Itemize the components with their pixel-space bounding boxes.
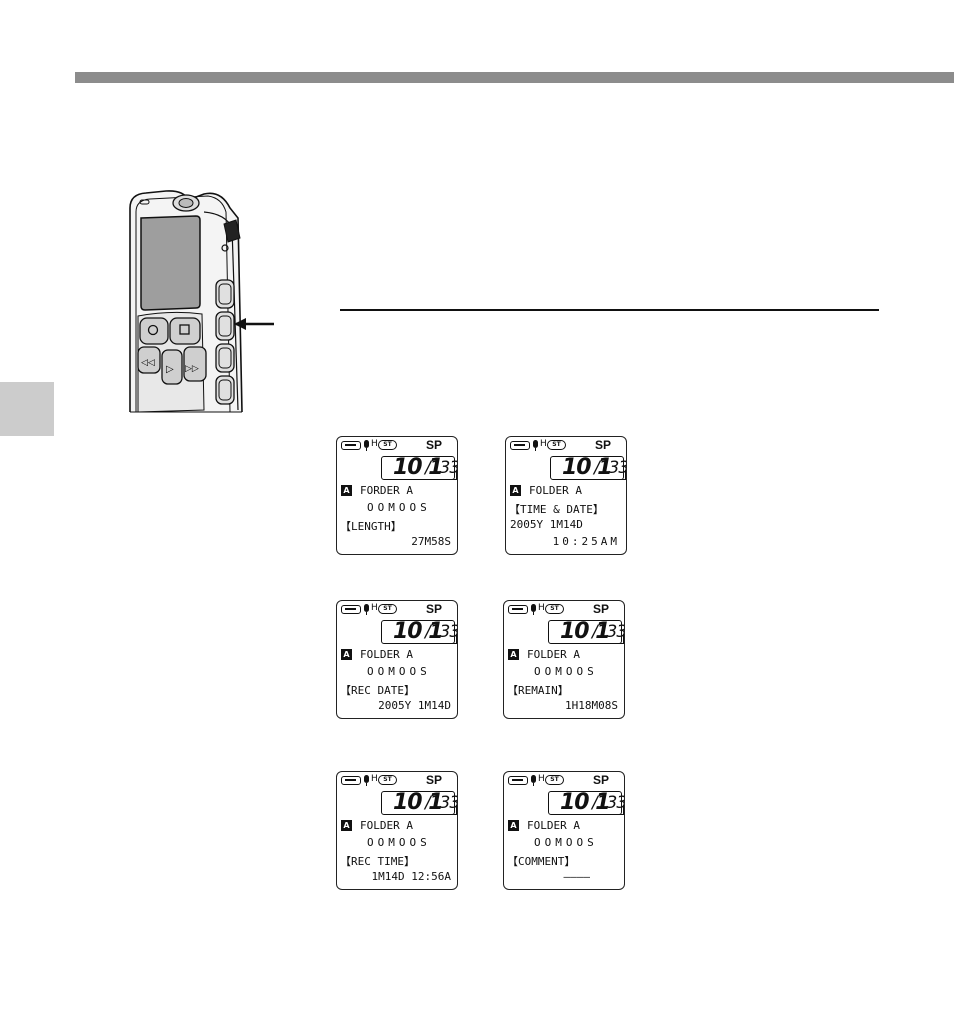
hq-indicator: H [538, 603, 545, 613]
total-file-count: /133 [425, 458, 458, 478]
stereo-indicator: ST [547, 440, 566, 450]
file-counter: 10 1 /133 [381, 619, 458, 646]
battery-icon [510, 441, 530, 450]
microphone-icon [364, 775, 369, 786]
status-bar: H ST SP [341, 438, 457, 452]
recorder-illustration: ◁◁ ▷ ▷▷ [126, 188, 276, 414]
file-counter: 10 1 /133 [548, 619, 625, 646]
info-label: 【LENGTH】 [340, 520, 402, 533]
file-counter: 10 1 /133 [381, 455, 458, 482]
file-name: OOMOOS [367, 665, 431, 678]
total-file-count: /133 [592, 793, 625, 813]
microphone-icon [364, 440, 369, 451]
battery-icon [508, 776, 528, 785]
record-mode: SP [593, 602, 610, 616]
current-file-number: 10 1 [562, 455, 613, 480]
file-name: OOMOOS [367, 501, 431, 514]
folder-a-icon: A [341, 820, 352, 831]
record-mode: SP [426, 773, 443, 787]
file-name: OOMOOS [367, 836, 431, 849]
status-bar: H ST SP [508, 773, 624, 787]
hq-indicator: H [371, 603, 378, 613]
folder-a-icon: A [508, 649, 519, 660]
file-name: OOMOOS [534, 836, 598, 849]
arrow-left-icon [234, 318, 274, 330]
microphone-icon [533, 440, 538, 451]
folder-name: FOLDER A [527, 648, 580, 661]
stereo-indicator: ST [378, 775, 397, 785]
folder-name: FORDER A [360, 484, 413, 497]
record-mode: SP [426, 602, 443, 616]
current-file-number: 10 1 [393, 455, 444, 480]
battery-icon [508, 605, 528, 614]
info-label: 【REMAIN】 [507, 684, 569, 697]
svg-text:◁◁: ◁◁ [141, 358, 155, 368]
hq-indicator: H [371, 439, 378, 449]
record-mode: SP [593, 773, 610, 787]
lcd-screen-remain: H ST SP 10 1 /133 A FOLDER A OOMOOS 【REM… [503, 600, 625, 719]
info-time: 10:25AM [552, 535, 620, 548]
info-value: 1H18M08S [565, 699, 618, 712]
total-file-count: /133 [425, 622, 458, 642]
hq-indicator: H [540, 439, 547, 449]
info-label: 【REC TIME】 [340, 855, 415, 868]
file-counter: 10 1 /133 [550, 455, 627, 482]
hq-indicator: H [371, 774, 378, 784]
file-counter: 10 1 /133 [548, 790, 625, 817]
header-rule [75, 72, 954, 83]
status-bar: H ST SP [508, 602, 624, 616]
info-value: ———— [563, 870, 591, 883]
svg-text:▷▷: ▷▷ [185, 364, 199, 374]
hq-indicator: H [538, 774, 545, 784]
info-label: 【TIME & DATE】 [509, 503, 604, 516]
info-date: 2005Y 1M14D [510, 518, 583, 531]
status-bar: H ST SP [510, 438, 626, 452]
lcd-screen-length: H ST SP 10 1 /133 A FORDER A OOMOOS 【LEN… [336, 436, 458, 555]
info-value: 2005Y 1M14D [378, 699, 451, 712]
current-file-number: 10 1 [560, 790, 611, 815]
folder-a-icon: A [341, 485, 352, 496]
folder-a-icon: A [341, 649, 352, 660]
record-mode: SP [595, 438, 612, 452]
info-value: 1M14D 12:56A [371, 870, 451, 883]
battery-icon [341, 441, 361, 450]
current-file-number: 10 1 [393, 619, 444, 644]
battery-icon [341, 605, 361, 614]
status-bar: H ST SP [341, 602, 457, 616]
lcd-screen-time-date: H ST SP 10 1 /133 A FOLDER A 【TIME & DAT… [505, 436, 627, 555]
svg-text:▷: ▷ [166, 364, 174, 375]
folder-a-icon: A [508, 820, 519, 831]
total-file-count: /133 [425, 793, 458, 813]
file-counter: 10 1 /133 [381, 790, 458, 817]
chapter-tab [0, 382, 54, 436]
lcd-screen-rec-time: H ST SP 10 1 /133 A FOLDER A OOMOOS 【REC… [336, 771, 458, 890]
info-label: 【COMMENT】 [507, 855, 576, 868]
battery-icon [341, 776, 361, 785]
folder-name: FOLDER A [529, 484, 582, 497]
stereo-indicator: ST [378, 440, 397, 450]
total-file-count: /133 [594, 458, 627, 478]
info-label: 【REC DATE】 [340, 684, 415, 697]
current-file-number: 10 1 [393, 790, 444, 815]
current-file-number: 10 1 [560, 619, 611, 644]
section-divider [340, 309, 879, 311]
lcd-screen-comment: H ST SP 10 1 /133 A FOLDER A OOMOOS 【COM… [503, 771, 625, 890]
record-mode: SP [426, 438, 443, 452]
info-value: 27M58S [411, 535, 451, 548]
file-name: OOMOOS [534, 665, 598, 678]
stereo-indicator: ST [545, 604, 564, 614]
total-file-count: /133 [592, 622, 625, 642]
folder-name: FOLDER A [527, 819, 580, 832]
lcd-screen-rec-date: H ST SP 10 1 /133 A FOLDER A OOMOOS 【REC… [336, 600, 458, 719]
folder-name: FOLDER A [360, 819, 413, 832]
microphone-icon [531, 775, 536, 786]
stereo-indicator: ST [545, 775, 564, 785]
recorder-drawing: ◁◁ ▷ ▷▷ [129, 190, 274, 413]
status-bar: H ST SP [341, 773, 457, 787]
microphone-icon [364, 604, 369, 615]
stereo-indicator: ST [378, 604, 397, 614]
microphone-icon [531, 604, 536, 615]
folder-name: FOLDER A [360, 648, 413, 661]
folder-a-icon: A [510, 485, 521, 496]
